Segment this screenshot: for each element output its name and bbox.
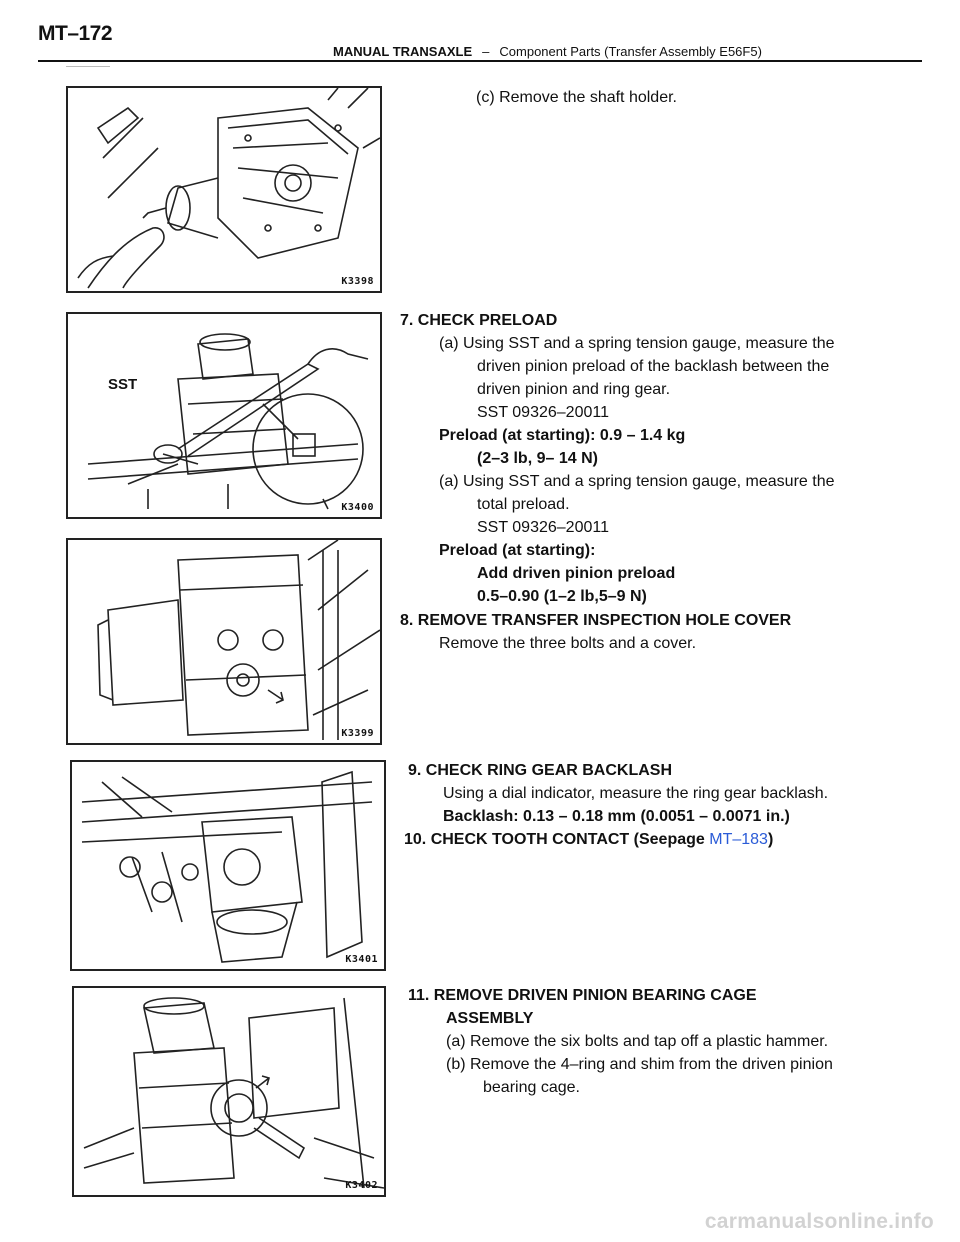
- header-stub-rule: [66, 66, 110, 67]
- step-8-title: 8. REMOVE TRANSFER INSPECTION HOLE COVER: [400, 612, 792, 629]
- figure-code: K3400: [341, 502, 374, 513]
- step-10-page-link[interactable]: MT–183: [709, 831, 768, 848]
- figure-code: K3401: [345, 954, 378, 965]
- figure-remove-inspection-cover: K3399: [66, 538, 382, 745]
- step-7-spec1-line1: Preload (at starting): 0.9 – 1.4 kg: [439, 427, 686, 444]
- header-rule: [38, 60, 922, 62]
- step-7a2-line2: total preload.: [477, 496, 570, 513]
- figure-remove-bearing-cage: K3402: [72, 986, 386, 1197]
- figure-illustration: [97, 540, 380, 740]
- figure-illustration: [77, 88, 380, 289]
- figure-remove-shaft-holder: K3398: [66, 86, 382, 293]
- step-10-title-suffix: ): [767, 831, 774, 848]
- step-7a2-sst: SST 09326–20011: [477, 519, 609, 536]
- page-number: MT–172: [38, 22, 113, 45]
- step-7-spec2-line3: 0.5–0.90 (1–2 lb,5–9 N): [477, 588, 647, 605]
- watermark: carmanualsonline.info: [704, 1210, 934, 1233]
- step-6c-text: (c) Remove the shaft holder.: [476, 89, 677, 106]
- step-9-body: Using a dial indicator, measure the ring…: [443, 785, 829, 802]
- figure-code: K3399: [341, 728, 374, 739]
- figure-check-ring-gear-backlash: K3401: [70, 760, 386, 971]
- running-header: MANUAL TRANSAXLE–Component Parts (Transf…: [333, 44, 762, 59]
- step-7a1-line2: driven pinion preload of the backlash be…: [477, 358, 830, 375]
- header-section: MANUAL TRANSAXLE: [333, 44, 473, 59]
- step-7a1-sst: SST 09326–20011: [477, 404, 609, 421]
- step-7a1-line1: (a) Using SST and a spring tension gauge…: [439, 335, 835, 352]
- figure-illustration: [81, 770, 373, 963]
- step-7-title: 7. CHECK PRELOAD: [400, 312, 558, 329]
- step-7-spec2-line1: Preload (at starting):: [439, 542, 596, 559]
- step-11b-line2: bearing cage.: [483, 1079, 580, 1096]
- sst-callout: SST: [108, 376, 138, 393]
- step-7a1-line3: driven pinion and ring gear.: [477, 381, 671, 398]
- step-8-body: Remove the three bolts and a cover.: [439, 635, 697, 652]
- step-7-spec2-line2: Add driven pinion preload: [477, 565, 676, 582]
- figure-illustration: [87, 333, 369, 510]
- figure-code: K3398: [341, 276, 374, 287]
- figure-code: K3402: [345, 1180, 378, 1191]
- figure-illustration: [83, 997, 384, 1189]
- step-9-title: 9. CHECK RING GEAR BACKLASH: [408, 762, 673, 779]
- step-11b-line1: (b) Remove the 4–ring and shim from the …: [446, 1056, 833, 1073]
- step-7-spec1-line2: (2–3 lb, 9– 14 N): [477, 450, 598, 467]
- step-11-title-line2: ASSEMBLY: [446, 1010, 534, 1027]
- step-10-title-prefix: 10. CHECK TOOTH CONTACT (Seepage: [404, 831, 710, 848]
- step-7a2-line1: (a) Using SST and a spring tension gauge…: [439, 473, 835, 490]
- step-11-title-line1: 11. REMOVE DRIVEN PINION BEARING CAGE: [408, 987, 757, 1004]
- step-9-spec: Backlash: 0.13 – 0.18 mm (0.0051 – 0.007…: [443, 808, 790, 825]
- step-10-title: 10. CHECK TOOTH CONTACT (Seepage MT–183): [404, 829, 773, 851]
- header-separator: –: [482, 44, 490, 59]
- header-subsection: Component Parts (Transfer Assembly E56F5…: [499, 44, 762, 59]
- step-11a-text: (a) Remove the six bolts and tap off a p…: [446, 1033, 829, 1050]
- figure-check-preload: SST K3400: [66, 312, 382, 519]
